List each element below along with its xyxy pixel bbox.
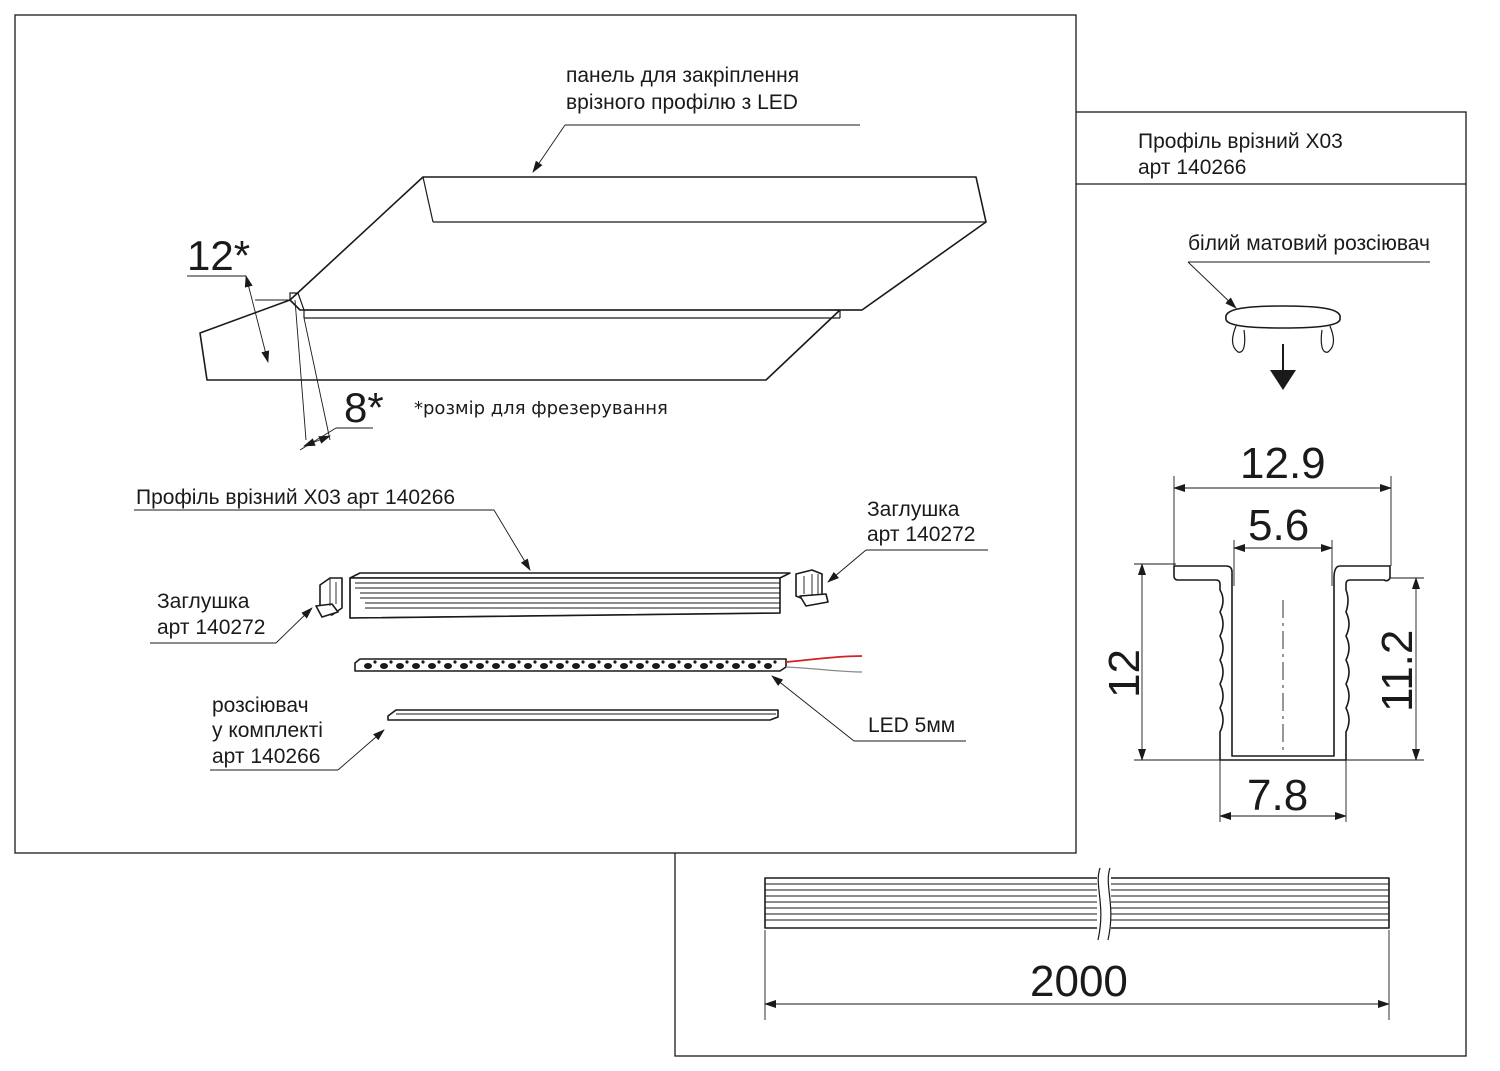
cap-left-label-line1: Заглушка bbox=[157, 590, 250, 613]
end-cap-left bbox=[315, 577, 343, 618]
led-resistor bbox=[389, 660, 393, 664]
dim-top-width: 12.9 bbox=[1240, 439, 1326, 488]
diffuser-strip bbox=[387, 709, 779, 721]
led-resistor bbox=[453, 660, 457, 664]
led-chip bbox=[540, 663, 548, 669]
led-resistor bbox=[597, 660, 601, 664]
led-chip bbox=[588, 663, 596, 669]
led-chip bbox=[732, 663, 740, 669]
diffuser-label-line3: арт 140266 bbox=[212, 745, 320, 768]
led-chip bbox=[572, 663, 580, 669]
led-strip bbox=[354, 655, 863, 673]
led-chip bbox=[460, 663, 468, 669]
led-chip bbox=[364, 663, 372, 669]
led-chip bbox=[556, 663, 564, 669]
end-cap-right bbox=[795, 569, 829, 607]
profile-body bbox=[349, 572, 791, 619]
led-chip bbox=[748, 663, 756, 669]
led-resistor bbox=[405, 660, 409, 664]
led-resistor bbox=[661, 660, 665, 664]
dim-height-left: 12 bbox=[1100, 649, 1149, 698]
led-chip bbox=[604, 663, 612, 669]
led-chip bbox=[716, 663, 724, 669]
milling-note: *розмір для фрезерування bbox=[414, 398, 668, 419]
led-chip bbox=[668, 663, 676, 669]
led-resistor bbox=[373, 660, 377, 664]
right-title-line2: арт 140266 bbox=[1138, 156, 1246, 179]
led-resistor bbox=[565, 660, 569, 664]
led-chip bbox=[476, 663, 484, 669]
dim-height-right: 11.2 bbox=[1373, 630, 1422, 712]
led-resistor bbox=[645, 660, 649, 664]
led-chip bbox=[412, 663, 420, 669]
led-chip bbox=[764, 663, 772, 669]
panel-label-line2: врізного профілю з LED bbox=[566, 91, 798, 114]
cap-right-label-line2: арт 140272 bbox=[867, 523, 975, 546]
led-resistor bbox=[741, 660, 745, 664]
led-resistor bbox=[725, 660, 729, 664]
dim-8-star: 8* bbox=[344, 384, 384, 431]
led-resistor bbox=[421, 660, 425, 664]
led-chip bbox=[636, 663, 644, 669]
profile-length-view bbox=[764, 867, 1390, 1020]
led-chip bbox=[508, 663, 516, 669]
led-resistor bbox=[757, 660, 761, 664]
dim-length: 2000 bbox=[1030, 957, 1128, 1006]
led-chip bbox=[444, 663, 452, 669]
exploded-assembly bbox=[134, 509, 988, 771]
led-resistor bbox=[501, 660, 505, 664]
mounting-panel-drawing bbox=[187, 124, 987, 451]
led-resistor bbox=[485, 660, 489, 664]
led-resistor bbox=[709, 660, 713, 664]
led-resistor bbox=[517, 660, 521, 664]
profile-label: Профіль врізний Х03 арт 140266 bbox=[136, 486, 455, 509]
led-chip bbox=[428, 663, 436, 669]
diffuser-cross-section bbox=[1187, 261, 1430, 390]
diffuser-type-label: білий матовий розсіювач bbox=[1188, 232, 1430, 255]
led-resistor bbox=[549, 660, 553, 664]
profile-cross-section bbox=[1134, 476, 1424, 822]
led-resistor bbox=[581, 660, 585, 664]
led-chip bbox=[380, 663, 388, 669]
led-chip bbox=[684, 663, 692, 669]
led-resistor bbox=[613, 660, 617, 664]
led-chip bbox=[396, 663, 404, 669]
led-chip bbox=[492, 663, 500, 669]
led-resistor bbox=[677, 660, 681, 664]
led-chip bbox=[524, 663, 532, 669]
panel-label-line1: панель для закріплення bbox=[566, 64, 799, 87]
diffuser-label-line1: розсіювач bbox=[212, 694, 309, 717]
diffuser-label-line2: у комплекті bbox=[212, 719, 323, 742]
led-resistor bbox=[533, 660, 537, 664]
led-resistor bbox=[773, 660, 777, 664]
led-chip bbox=[700, 663, 708, 669]
led-label: LED 5мм bbox=[868, 714, 955, 737]
dim-12-star: 12* bbox=[187, 232, 250, 279]
dim-bottom-width: 7.8 bbox=[1247, 771, 1308, 820]
dim-inner-width: 5.6 bbox=[1248, 501, 1309, 550]
led-chip bbox=[652, 663, 660, 669]
led-chip bbox=[620, 663, 628, 669]
right-title-line1: Профіль врізний Х03 bbox=[1138, 130, 1343, 153]
cap-left-label-line2: арт 140272 bbox=[157, 616, 265, 639]
led-resistor bbox=[437, 660, 441, 664]
led-resistor bbox=[693, 660, 697, 664]
cap-right-label-line1: Заглушка bbox=[867, 498, 960, 521]
led-resistor bbox=[469, 660, 473, 664]
led-resistor bbox=[629, 660, 633, 664]
